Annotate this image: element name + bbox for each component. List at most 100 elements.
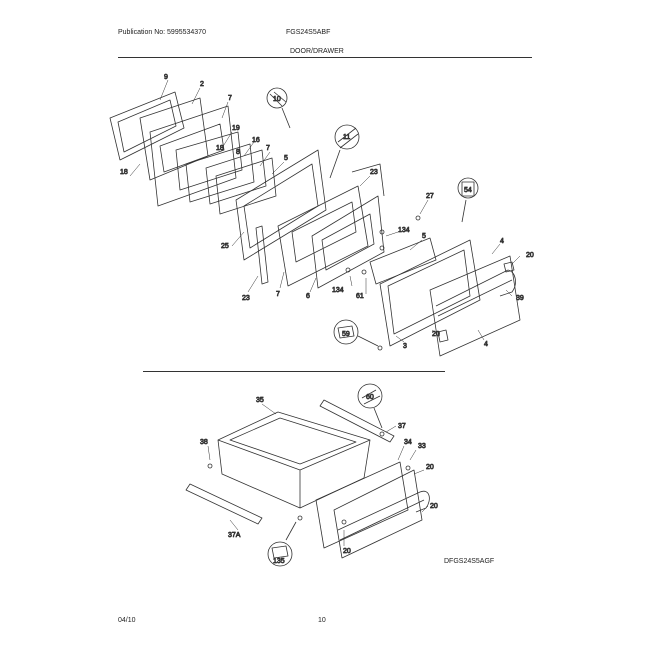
drawer-front-panel [315, 461, 409, 549]
callout: 134 [398, 227, 410, 234]
callout: 5 [284, 155, 288, 162]
diagram-code: DFGS24S5AGF [444, 558, 495, 565]
callout: 54 [464, 187, 472, 194]
door-liner [149, 105, 237, 207]
callout: 134 [332, 287, 344, 294]
callout: 59 [342, 331, 350, 338]
drawer-tub [217, 411, 371, 509]
screw [207, 463, 213, 469]
detail-balloon-135 [267, 541, 293, 567]
front-glass [369, 237, 437, 285]
callout: 37A [228, 532, 241, 539]
detail-balloon-54 [457, 177, 479, 199]
page-number: 10 [318, 617, 326, 624]
screw-detail [269, 91, 287, 107]
model-number: FGS24S5ABF [286, 29, 331, 36]
footer-date: 04/10 [118, 617, 136, 624]
callout: 23 [242, 295, 250, 302]
balloon-leader [329, 149, 341, 179]
detail-balloon-59 [333, 319, 359, 345]
callout: 7 [228, 95, 232, 102]
door-assembly: 9 2 7 10 19 18 8 16 7 5 11 18 25 23 27 5… [109, 74, 535, 357]
door-liner-cutout [159, 123, 225, 173]
callout-leader-lines [207, 403, 429, 546]
callout: 20 [343, 548, 351, 555]
callout: 34 [404, 439, 412, 446]
callout: 7 [266, 145, 270, 152]
callout: 27 [426, 193, 434, 200]
callout: 18 [120, 169, 128, 176]
drawer-rail-left [185, 483, 263, 525]
door-insulation [185, 143, 255, 203]
detail-balloon-11 [334, 124, 360, 150]
screw [345, 267, 351, 273]
callout: 6 [306, 293, 310, 300]
balloon-leader [461, 199, 467, 223]
callout: 135 [273, 558, 285, 565]
callout: 16 [252, 137, 260, 144]
spacer-block [503, 261, 515, 273]
inner-door-frame [109, 91, 185, 161]
door-hinge-hook [351, 163, 385, 197]
screw [297, 515, 303, 521]
balloon-leader [357, 335, 379, 347]
callout: 37 [398, 423, 406, 430]
door-skin [429, 255, 521, 357]
callout: 8 [236, 149, 240, 156]
screw [405, 465, 411, 471]
door-callouts: 9 2 7 10 19 18 8 16 7 5 11 18 25 23 27 5… [120, 74, 535, 351]
drawer-front-skin [333, 469, 423, 559]
drawer-rail-right [319, 399, 395, 443]
section-title: DOOR/DRAWER [290, 48, 344, 55]
window-glass [215, 157, 277, 215]
callout: 10 [273, 96, 281, 103]
screw [361, 269, 367, 275]
balloon-leader [281, 107, 291, 129]
knob-detail [337, 325, 355, 339]
callout: 4 [500, 238, 504, 245]
screw [379, 431, 385, 437]
window-bracket [255, 225, 269, 285]
screw [379, 229, 385, 235]
callout: 33 [418, 443, 426, 450]
callout: 4 [484, 341, 488, 348]
callout: 20 [430, 503, 438, 510]
outer-door-shell [311, 195, 385, 289]
callout: 11 [343, 134, 350, 141]
callout: 7 [276, 291, 280, 298]
screw [415, 215, 421, 221]
callout: 20 [426, 464, 434, 471]
door-handle [435, 269, 516, 317]
screw [341, 519, 347, 525]
publication-number: Publication No: 5995534370 [118, 29, 206, 36]
callout: 5 [422, 233, 426, 240]
section-divider [143, 371, 445, 372]
pin-detail [461, 181, 475, 197]
callout: 61 [356, 293, 364, 300]
drawer-callouts: 35 60 37 38 34 33 20 20 37A 20 135 [200, 394, 439, 566]
callout: 18 [216, 145, 224, 152]
drawer-assembly: 35 60 37 38 34 33 20 20 37A 20 135 [185, 383, 439, 567]
balloon-leader [285, 521, 297, 541]
balloon-leader [373, 407, 383, 429]
drawer-tub-inner [229, 417, 357, 465]
callout: 19 [232, 125, 240, 132]
callout: 38 [200, 439, 208, 446]
drawer-handle [337, 490, 430, 541]
callout: 35 [256, 397, 264, 404]
header-divider [118, 57, 532, 58]
callout: 9 [164, 74, 168, 81]
callout: 3 [403, 343, 407, 350]
detail-balloon-60 [357, 383, 383, 409]
callout: 23 [370, 169, 378, 176]
detail-balloon-10 [266, 87, 288, 109]
callout: 20 [526, 252, 534, 259]
spacer-block [437, 329, 449, 343]
callout: 25 [221, 243, 229, 250]
callout-leader-lines [129, 79, 521, 343]
knob-detail [271, 545, 289, 559]
callout: 39 [516, 295, 524, 302]
door-panel [277, 185, 369, 287]
callout: 2 [200, 81, 204, 88]
